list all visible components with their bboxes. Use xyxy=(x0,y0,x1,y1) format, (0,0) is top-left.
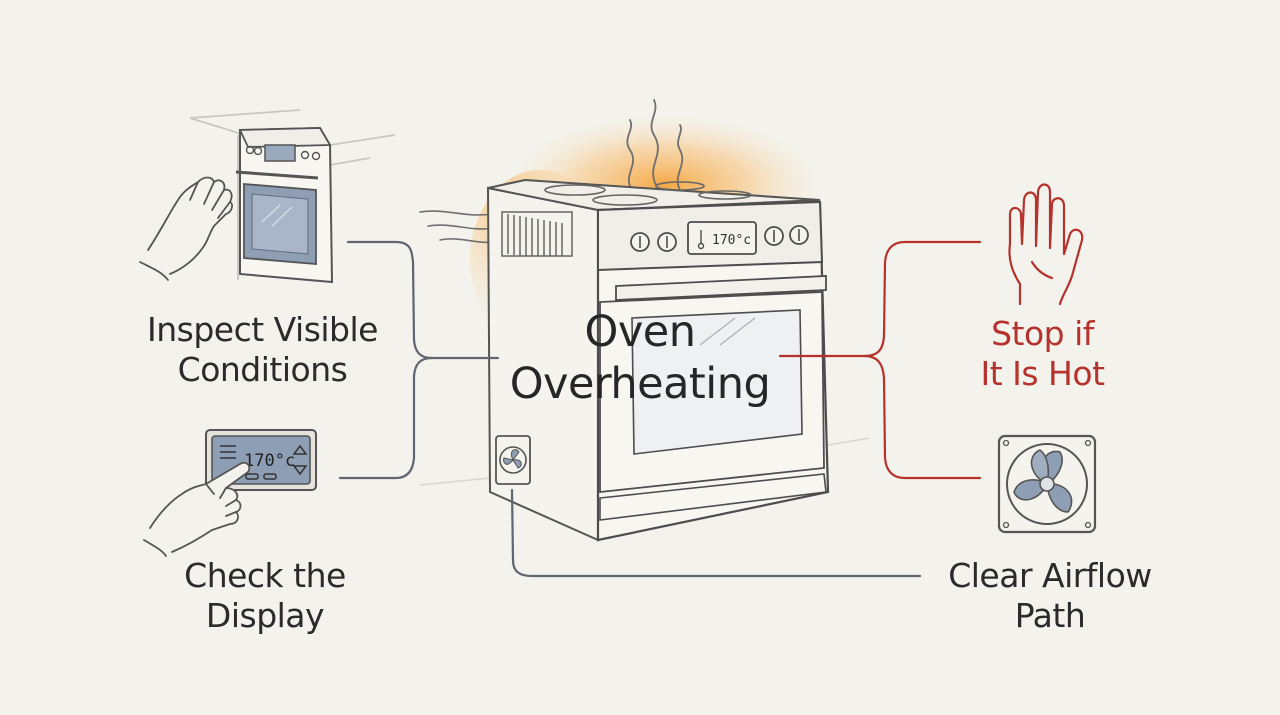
diagram-title: Oven Overheating xyxy=(490,306,790,410)
thermostat-reading: 170°c xyxy=(244,451,295,471)
connector-display xyxy=(338,356,434,480)
branch-stop-label: Stop if It Is Hot xyxy=(960,314,1125,394)
title-line-1: Oven xyxy=(584,307,696,357)
range-oven-icon: 170°c xyxy=(419,99,830,542)
branch-display-label: Check the Display xyxy=(160,556,370,636)
inspect-line-1: Inspect Visible xyxy=(147,310,378,349)
connector-stop xyxy=(778,240,982,358)
raised-hand-icon xyxy=(1008,183,1084,306)
airflow-line-2: Path xyxy=(1014,596,1086,635)
hand-icon xyxy=(139,176,233,281)
oven-display-reading: 170°c xyxy=(712,233,751,248)
side-vent xyxy=(501,211,573,257)
fan-icon xyxy=(997,434,1097,534)
stop-line-1: Stop if xyxy=(991,314,1094,353)
display-line-2: Display xyxy=(205,596,325,635)
branch-inspect-label: Inspect Visible Conditions xyxy=(130,310,395,390)
stop-line-2: It Is Hot xyxy=(980,354,1105,393)
connector-inspect xyxy=(346,240,500,360)
branch-airflow-label: Clear Airflow Path xyxy=(925,556,1175,636)
connector-airflow-path xyxy=(510,488,922,578)
floor-lines xyxy=(419,437,871,486)
vent-fan-icon xyxy=(495,435,531,485)
connector-lines xyxy=(338,240,982,578)
wall-oven-icon xyxy=(189,109,396,284)
display-line-1: Check the xyxy=(184,556,346,595)
thermometer-icon xyxy=(697,230,705,250)
title-line-2: Overheating xyxy=(509,359,771,409)
connector-airflow xyxy=(862,354,982,480)
pointing-hand-icon xyxy=(143,461,251,557)
airflow-line-1: Clear Airflow xyxy=(948,556,1152,595)
oven-display xyxy=(687,221,757,255)
steam-icon xyxy=(626,99,684,191)
inspect-line-2: Conditions xyxy=(177,350,348,389)
